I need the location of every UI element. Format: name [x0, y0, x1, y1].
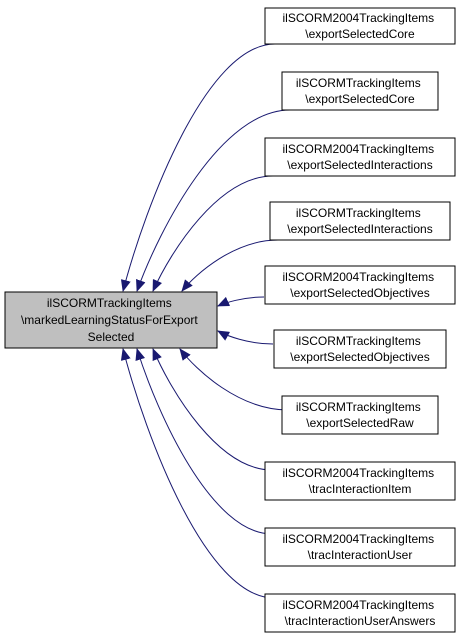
caller-node-line-1: ilSCORM2004TrackingItems [283, 532, 435, 546]
call-edge-6 [217, 330, 274, 345]
target-node[interactable]: ilSCORMTrackingItems \markedLearningStat… [4, 291, 218, 349]
caller-node-trac-interaction-user-answers[interactable]: ilSCORM2004TrackingItems \tracInteractio… [264, 593, 456, 633]
caller-node-box [264, 461, 456, 501]
caller-node-line-1: ilSCORMTrackingItems [296, 334, 421, 348]
caller-node-export-selected-core-2004[interactable]: ilSCORM2004TrackingItems \exportSelected… [264, 7, 456, 45]
caller-node-box [264, 137, 456, 177]
target-node-line-3: Selected [88, 330, 135, 344]
caller-node-line-1: ilSCORMTrackingItems [296, 400, 421, 414]
caller-node-line-1: ilSCORM2004TrackingItems [283, 142, 435, 156]
caller-node-label: ilSCORM2004TrackingItems \tracInteractio… [283, 598, 438, 628]
caller-node-line-2: \exportSelectedInteractions [287, 158, 432, 172]
caller-node-line-1: ilSCORM2004TrackingItems [283, 270, 435, 284]
caller-node-label: ilSCORMTrackingItems \exportSelectedCore [296, 76, 424, 106]
caller-node-line-2: \tracInteractionUserAnswers [285, 614, 436, 628]
caller-node-box [273, 329, 447, 369]
caller-node-line-2: \exportSelectedObjectives [290, 350, 429, 364]
caller-node-label: ilSCORM2004TrackingItems \exportSelected… [283, 11, 438, 41]
call-edge-7 [179, 348, 289, 411]
call-edge-2 [136, 109, 291, 292]
call-edge-1 [120, 43, 276, 292]
edges [120, 43, 291, 599]
caller-node-label: ilSCORM2004TrackingItems \exportSelected… [283, 270, 438, 300]
target-node-box [4, 291, 218, 349]
call-edge-9 [135, 348, 273, 535]
call-edge-4 [181, 239, 279, 292]
call-edge-8 [152, 348, 273, 471]
caller-node-export-selected-interactions-2004[interactable]: ilSCORM2004TrackingItems \exportSelected… [264, 137, 456, 177]
caller-node-box [281, 395, 439, 435]
caller-node-line-2: \exportSelectedObjectives [290, 286, 429, 300]
caller-node-line-1: ilSCORMTrackingItems [296, 76, 421, 90]
caller-node-box [264, 265, 456, 305]
caller-node-line-2: \exportSelectedCore [305, 27, 415, 41]
caller-node-label: ilSCORM2004TrackingItems \tracInteractio… [283, 532, 438, 562]
caller-node-line-1: ilSCORM2004TrackingItems [283, 598, 435, 612]
caller-node-label: ilSCORMTrackingItems \exportSelectedInte… [287, 206, 432, 236]
caller-node-line-2: \tracInteractionUser [308, 548, 413, 562]
caller-node-line-1: ilSCORM2004TrackingItems [283, 466, 435, 480]
caller-node-label: ilSCORM2004TrackingItems \exportSelected… [283, 142, 438, 172]
call-edge-10 [120, 348, 275, 599]
caller-node-box [264, 593, 456, 633]
caller-node-export-selected-objectives[interactable]: ilSCORMTrackingItems \exportSelectedObje… [273, 329, 447, 369]
caller-node-line-1: ilSCORM2004TrackingItems [283, 11, 435, 25]
caller-node-export-selected-core[interactable]: ilSCORMTrackingItems \exportSelectedCore [281, 71, 439, 111]
caller-node-box [269, 201, 451, 241]
caller-node-box [264, 7, 456, 45]
caller-node-export-selected-interactions[interactable]: ilSCORMTrackingItems \exportSelectedInte… [269, 201, 451, 241]
target-node-line-1: ilSCORMTrackingItems [47, 296, 172, 310]
call-edge-3 [152, 175, 274, 292]
caller-node-trac-interaction-item[interactable]: ilSCORM2004TrackingItems \tracInteractio… [264, 461, 456, 501]
caller-node-line-2: \exportSelectedInteractions [287, 222, 432, 236]
target-node-label: ilSCORMTrackingItems \markedLearningStat… [21, 296, 201, 344]
caller-node-line-2: \exportSelectedCore [305, 92, 415, 106]
caller-node-export-selected-raw[interactable]: ilSCORMTrackingItems \exportSelectedRaw [281, 395, 439, 435]
caller-node-box [281, 71, 439, 111]
target-node-line-2: \markedLearningStatusForExport [21, 313, 198, 327]
caller-node-label: ilSCORMTrackingItems \exportSelectedRaw [296, 400, 424, 430]
caller-node-export-selected-objectives-2004[interactable]: ilSCORM2004TrackingItems \exportSelected… [264, 265, 456, 305]
caller-node-line-1: ilSCORMTrackingItems [296, 206, 421, 220]
caller-node-line-2: \tracInteractionItem [309, 482, 412, 496]
caller-node-line-2: \exportSelectedRaw [306, 416, 414, 430]
call-edge-5 [217, 296, 265, 307]
caller-node-label: ilSCORM2004TrackingItems \tracInteractio… [283, 466, 438, 496]
caller-node-box [264, 527, 456, 567]
caller-node-label: ilSCORMTrackingItems \exportSelectedObje… [290, 334, 429, 364]
caller-node-trac-interaction-user[interactable]: ilSCORM2004TrackingItems \tracInteractio… [264, 527, 456, 567]
